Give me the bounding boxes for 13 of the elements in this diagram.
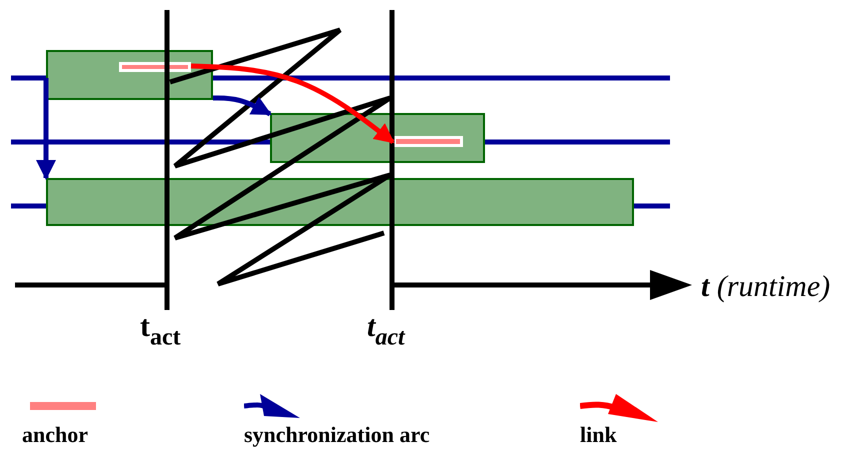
synchronization-arrow <box>213 96 272 116</box>
time-label: t$_{act}$ <box>367 312 405 350</box>
legend-text: link <box>580 424 617 446</box>
anchor-marker <box>119 62 191 72</box>
process-bar <box>46 178 634 226</box>
link-arrow <box>190 64 395 144</box>
time-label: t$_{act}$ <box>140 312 181 350</box>
anchor-marker <box>393 136 463 147</box>
legend-text: synchronization arc <box>244 424 430 446</box>
process-bar <box>46 50 213 100</box>
synchronization-arrow <box>36 78 56 180</box>
axis-label: t (runtime) <box>701 272 830 302</box>
legend-text: anchor <box>22 424 88 446</box>
